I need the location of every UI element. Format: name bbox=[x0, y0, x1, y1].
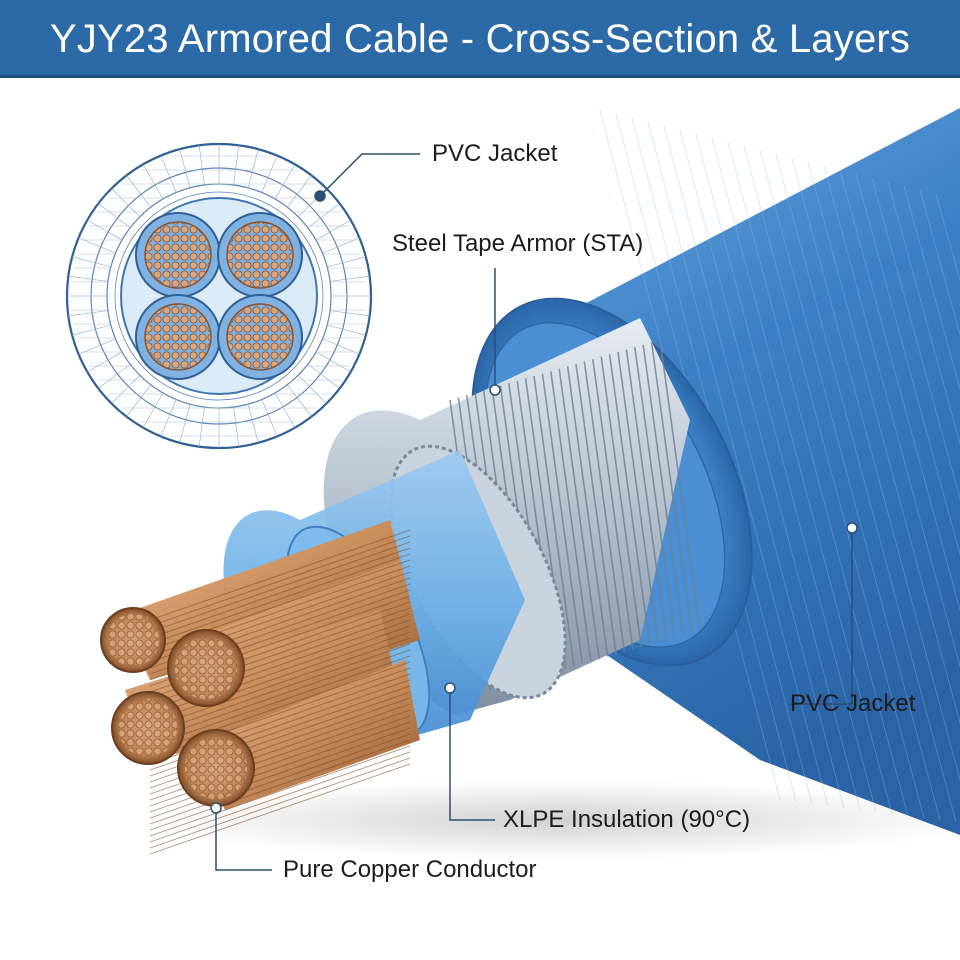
leader-xlpe-insulation bbox=[449, 688, 495, 821]
callout-anchors bbox=[210, 190, 858, 814]
anchor-xlpe-insulation bbox=[444, 682, 456, 694]
label-xlpe-insulation: XLPE Insulation (90°C) bbox=[503, 806, 751, 833]
anchor-pvc-jacket-side bbox=[846, 522, 858, 534]
anchor-steel-tape-armor bbox=[489, 384, 501, 396]
callout-lines bbox=[215, 153, 853, 871]
leader-copper-conductor bbox=[215, 808, 272, 871]
cable-3d bbox=[100, 108, 960, 860]
core-top-left bbox=[135, 212, 221, 298]
cross-section-diagram bbox=[65, 142, 373, 450]
core-bottom-left bbox=[135, 294, 221, 380]
core-top-right bbox=[217, 212, 303, 298]
label-pvc-jacket-section: PVC Jacket bbox=[432, 140, 558, 167]
leader-pvc-jacket-section bbox=[319, 153, 420, 197]
anchor-copper-conductor bbox=[210, 802, 222, 814]
cable-illustration bbox=[65, 108, 960, 871]
label-steel-tape-armor: Steel Tape Armor (STA) bbox=[392, 230, 644, 257]
label-pvc-jacket-side: PVC Jacket bbox=[790, 690, 916, 717]
copper-conductors bbox=[100, 520, 420, 855]
core-bottom-right bbox=[217, 294, 303, 380]
cross-section-cores bbox=[135, 212, 303, 380]
page-title: YJY23 Armored Cable - Cross-Section & La… bbox=[49, 16, 911, 61]
label-copper-conductor: Pure Copper Conductor bbox=[283, 856, 537, 883]
anchor-pvc-jacket-section bbox=[314, 190, 326, 202]
leader-pvc-jacket-side bbox=[790, 528, 853, 705]
title-bar: YJY23 Armored Cable - Cross-Section & La… bbox=[0, 0, 960, 78]
